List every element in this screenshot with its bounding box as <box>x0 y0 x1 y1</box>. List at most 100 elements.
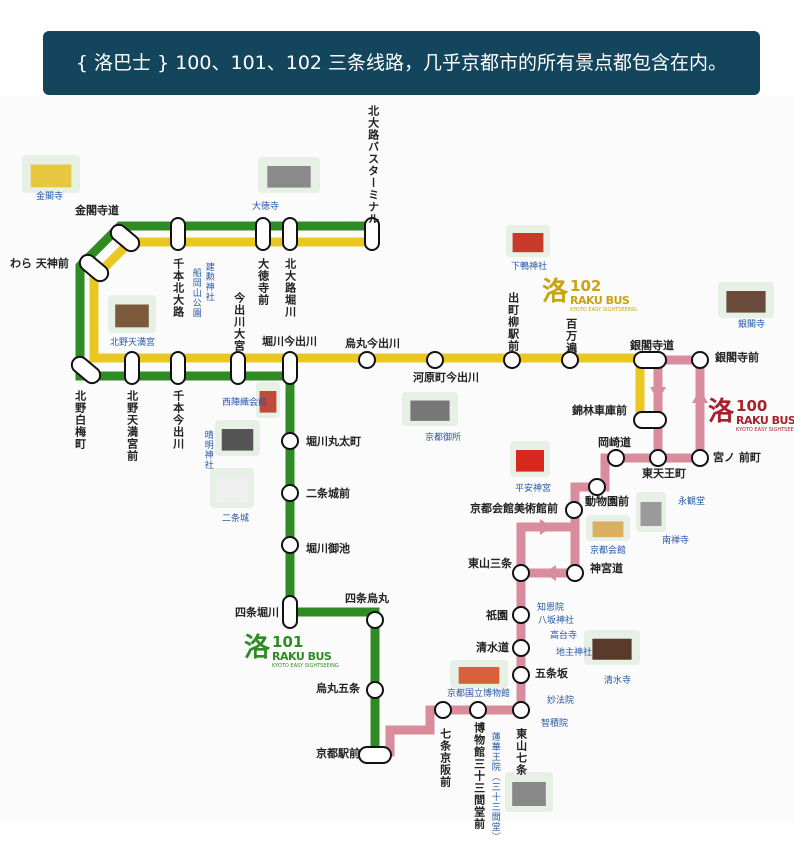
station-label: 大徳寺前 <box>256 258 270 306</box>
landmark-building-icon <box>267 166 311 188</box>
station-marker[interactable] <box>691 351 709 369</box>
station-marker[interactable] <box>607 449 625 467</box>
route-map <box>22 155 774 812</box>
station-marker[interactable] <box>434 701 452 719</box>
station-marker[interactable] <box>170 351 186 385</box>
landmark-label: 八坂神社 <box>538 616 575 626</box>
landmark-building-icon <box>640 502 662 526</box>
station-marker[interactable] <box>366 681 384 699</box>
logo-name: RAKU BUS <box>272 650 332 664</box>
station-marker[interactable] <box>512 564 530 582</box>
station-marker[interactable] <box>503 351 521 369</box>
station-marker[interactable] <box>633 351 667 369</box>
direction-arrow-icon <box>650 387 666 401</box>
station-marker[interactable] <box>282 595 298 629</box>
station-marker[interactable] <box>364 217 380 251</box>
station-marker[interactable] <box>512 639 530 657</box>
station-marker[interactable] <box>366 611 384 629</box>
landmark-building-icon <box>512 782 546 806</box>
landmark-label: 高台寺 <box>550 631 578 641</box>
station-marker[interactable] <box>282 351 298 385</box>
direction-arrow-icon <box>692 389 708 403</box>
station-marker[interactable] <box>512 701 530 719</box>
landmark-building-icon <box>30 164 72 188</box>
station-marker[interactable] <box>691 449 709 467</box>
logo-name: RAKU BUS <box>570 294 630 308</box>
station-label: 堀川御池 <box>306 542 350 555</box>
station-marker[interactable] <box>124 351 140 385</box>
logo-tagline: KYOTO EASY SIGHTSEEING <box>736 426 794 433</box>
landmark-label: 晴明神社 <box>202 430 213 470</box>
station-marker[interactable] <box>633 411 667 429</box>
page-title-banner: { 洛巴士 } 100、101、102 三条线路，几乎京都市的所有景点都包含在内… <box>43 31 760 95</box>
station-label: 銀閣寺道 <box>630 339 674 352</box>
top-area: { 洛巴士 } 100、101、102 三条线路，几乎京都市的所有景点都包含在内… <box>0 0 794 96</box>
landmark-label: 北野天満宮 <box>110 338 156 348</box>
landmark-label: 京都国立博物館 <box>447 689 511 699</box>
logo-mark: 洛 <box>542 277 569 307</box>
station-label: 宮ノ 前町 <box>713 451 761 464</box>
landmark-building-icon <box>458 667 500 684</box>
station-marker[interactable] <box>469 701 487 719</box>
landmark-building-icon <box>410 400 450 421</box>
station-label: 五条坂 <box>535 667 568 680</box>
station-label: 今出川大宮 <box>232 292 246 352</box>
landmark-label: 清水寺 <box>604 676 632 686</box>
station-marker[interactable] <box>281 536 299 554</box>
station-label: 千本今出川 <box>171 390 185 450</box>
station-marker[interactable] <box>69 354 104 387</box>
station-label: 烏丸今出川 <box>345 337 400 350</box>
direction-arrow-icon <box>544 565 556 581</box>
station-marker[interactable] <box>512 606 530 624</box>
station-marker[interactable] <box>170 217 186 251</box>
station-marker[interactable] <box>649 449 667 467</box>
station-marker[interactable] <box>108 222 143 255</box>
landmark-label: 蓮華王院（三十三間堂） <box>489 732 500 842</box>
station-marker[interactable] <box>565 501 583 519</box>
station-label: 烏丸五条 <box>316 682 360 695</box>
station-marker[interactable] <box>358 351 376 369</box>
logo-mark: 洛 <box>708 397 735 427</box>
station-marker[interactable] <box>281 432 299 450</box>
route-number: 101 <box>272 633 304 651</box>
station-marker[interactable] <box>588 478 606 496</box>
landmark-label: 永観堂 <box>678 497 706 507</box>
station-label: 四条烏丸 <box>345 592 389 605</box>
station-label: 動物園前 <box>585 495 629 508</box>
station-label: 堀川丸太町 <box>306 435 361 448</box>
station-marker[interactable] <box>512 666 530 684</box>
logo-tagline: KYOTO EASY SIGHTSEEING <box>272 662 339 669</box>
station-marker[interactable] <box>230 351 246 385</box>
landmark-label: 建勲神社 <box>203 262 214 302</box>
landmark-building-icon <box>592 638 632 660</box>
logo-name: RAKU BUS <box>736 414 794 428</box>
landmark-label: 平安神宮 <box>515 484 552 494</box>
landmark-building-icon <box>726 291 766 313</box>
landmark-label: 京都御所 <box>425 433 462 443</box>
station-label: 東山三条 <box>468 557 512 570</box>
landmark-label: 南禅寺 <box>662 536 690 546</box>
station-label: わら 天神前 <box>10 257 69 270</box>
landmark-building-icon <box>221 429 254 451</box>
station-label: 金閣寺道 <box>75 204 119 217</box>
station-label: 銀閣寺前 <box>715 351 759 364</box>
station-marker[interactable] <box>282 217 298 251</box>
station-label: 祇園 <box>486 609 508 622</box>
station-label: 京都会館美術館前 <box>470 502 558 515</box>
landmark-building-icon <box>115 304 149 328</box>
landmark-label: 西陣織会館 <box>222 398 268 408</box>
station-label: 七条京阪前 <box>438 728 452 788</box>
landmark-building-icon <box>512 233 544 253</box>
station-marker[interactable] <box>566 564 584 582</box>
station-marker[interactable] <box>281 484 299 502</box>
station-marker[interactable] <box>426 351 444 369</box>
station-marker[interactable] <box>77 252 112 285</box>
station-marker[interactable] <box>255 217 271 251</box>
station-marker[interactable] <box>358 746 392 764</box>
landmark-label: 船岡山公園 <box>190 268 201 318</box>
station-marker[interactable] <box>561 351 579 369</box>
